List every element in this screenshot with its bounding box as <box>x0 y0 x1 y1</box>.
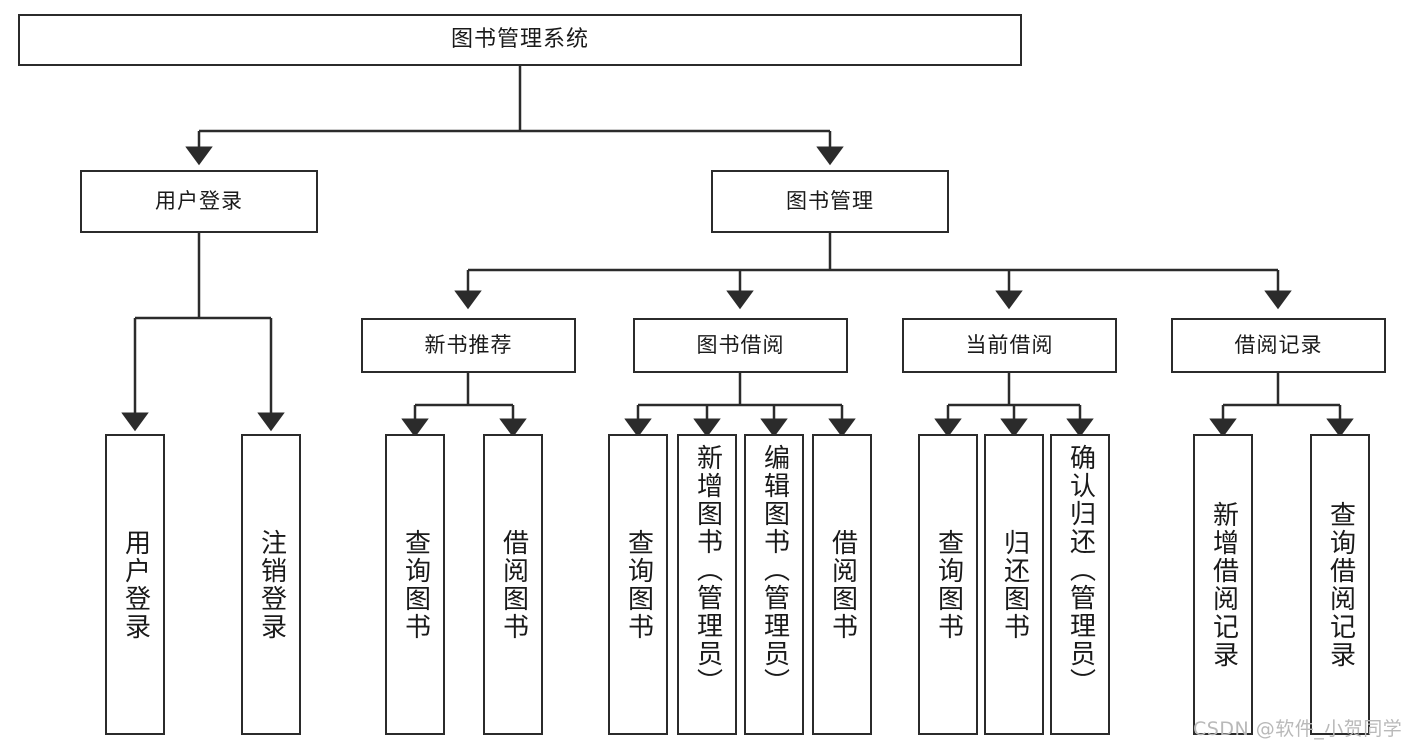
node-label: 借阅图书 <box>827 528 858 641</box>
node-label: 查询图书 <box>623 528 654 641</box>
node-label: 注销登录 <box>256 528 287 641</box>
node-leaf-borrow-book-new[interactable]: 借阅图书 <box>483 434 543 735</box>
node-user-login[interactable]: 用户登录 <box>80 170 318 233</box>
node-root-book-management-system[interactable]: 图书管理系统 <box>18 14 1022 66</box>
node-leaf-return-book[interactable]: 归还图书 <box>984 434 1044 735</box>
csdn-watermark: CSDN @软件_小贺同学 <box>1193 718 1403 740</box>
node-label: 图书借阅 <box>696 332 785 357</box>
node-label: 新书推荐 <box>424 332 513 357</box>
node-leaf-add-borrow-record[interactable]: 新增借阅记录 <box>1193 434 1253 735</box>
node-leaf-query-book-borrow[interactable]: 查询图书 <box>608 434 668 735</box>
node-label: 借阅图书 <box>498 528 529 641</box>
node-leaf-edit-book-admin[interactable]: 编辑图书（管理员） <box>744 434 804 735</box>
node-label: 借阅记录 <box>1234 332 1323 357</box>
node-label: 归还图书 <box>999 528 1030 641</box>
node-label: 当前借阅 <box>965 332 1054 357</box>
node-leaf-confirm-return-admin[interactable]: 确认归还（管理员） <box>1050 434 1110 735</box>
node-label: 用户登录 <box>155 188 243 213</box>
node-book-borrow[interactable]: 图书借阅 <box>633 318 848 373</box>
node-label: 查询借阅记录 <box>1325 500 1356 669</box>
node-leaf-query-book-current[interactable]: 查询图书 <box>918 434 978 735</box>
node-new-book-recommendation[interactable]: 新书推荐 <box>361 318 576 373</box>
node-label: 确认归还（管理员） <box>1065 444 1096 696</box>
node-label: 新增图书（管理员） <box>692 444 723 696</box>
node-leaf-logout[interactable]: 注销登录 <box>241 434 301 735</box>
node-label: 查询图书 <box>400 528 431 641</box>
node-label: 编辑图书（管理员） <box>759 444 790 696</box>
node-leaf-borrow-book[interactable]: 借阅图书 <box>812 434 872 735</box>
node-label: 用户登录 <box>120 528 151 641</box>
node-leaf-query-borrow-record[interactable]: 查询借阅记录 <box>1310 434 1370 735</box>
node-label: 新增借阅记录 <box>1208 500 1239 669</box>
node-leaf-user-login[interactable]: 用户登录 <box>105 434 165 735</box>
node-leaf-query-book-new[interactable]: 查询图书 <box>385 434 445 735</box>
node-leaf-add-book-admin[interactable]: 新增图书（管理员） <box>677 434 737 735</box>
node-label: 图书管理 <box>786 188 874 213</box>
node-label: 图书管理系统 <box>450 26 589 52</box>
node-label: 查询图书 <box>933 528 964 641</box>
node-borrow-record[interactable]: 借阅记录 <box>1171 318 1386 373</box>
node-book-management[interactable]: 图书管理 <box>711 170 949 233</box>
node-current-borrow[interactable]: 当前借阅 <box>902 318 1117 373</box>
